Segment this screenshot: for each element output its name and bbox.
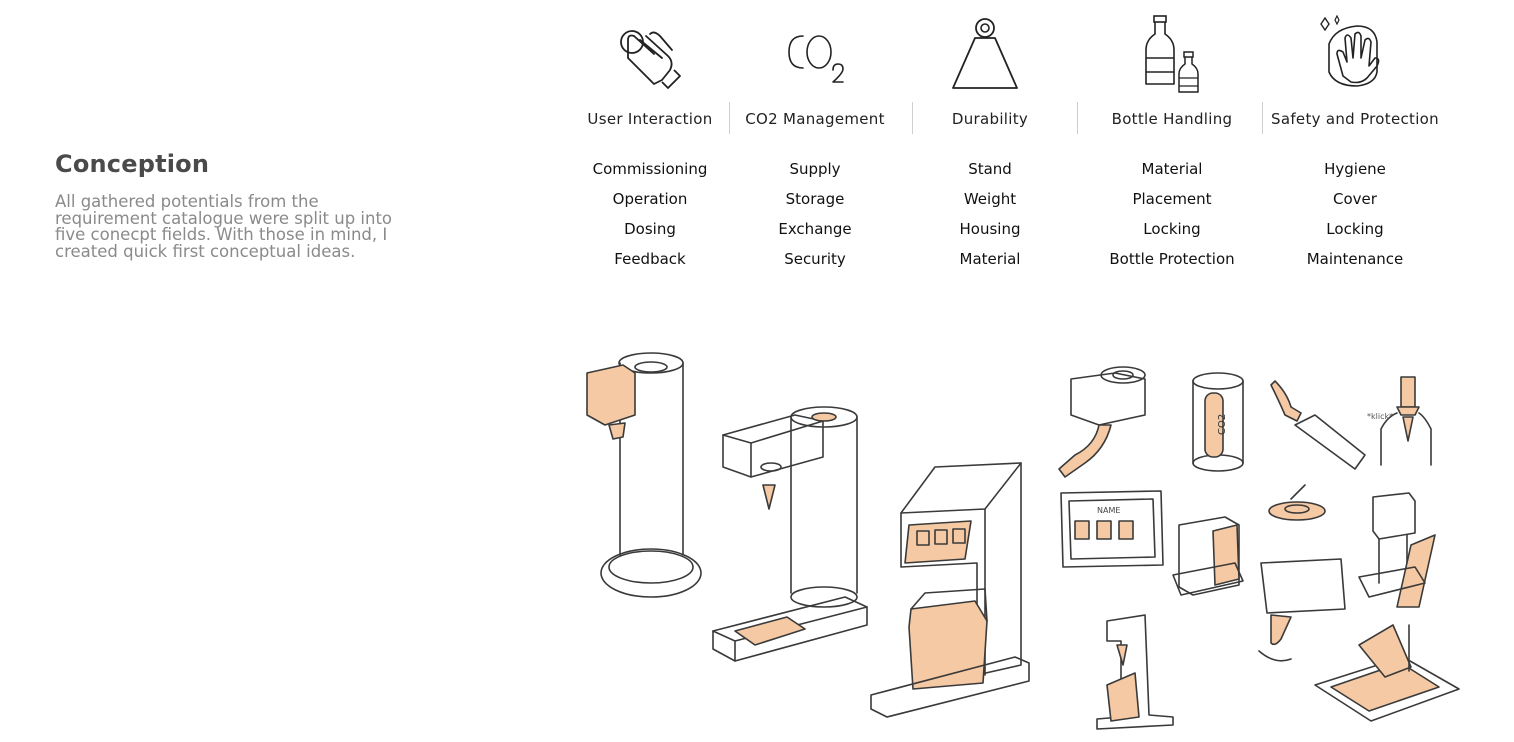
field-item: Weight: [963, 190, 1017, 208]
sketch-click-lock: [1268, 484, 1326, 521]
intro-line: requirement catalogue were split up into: [55, 208, 393, 228]
field-item: Dosing: [624, 220, 676, 238]
co2-sketch-text: CO2: [1217, 414, 1228, 435]
sketch-tilt-head: [1258, 558, 1346, 662]
field-item: Hygiene: [1324, 160, 1386, 178]
field-title: User Interaction: [587, 110, 713, 128]
sketch-touch-screen: NAME: [1060, 490, 1164, 568]
sketch-co2-cylinder-holder: CO2: [1192, 372, 1244, 472]
field-divider: [729, 102, 730, 134]
field-item: Housing: [959, 220, 1021, 238]
field-items: Material Placement Locking Bottle Protec…: [1087, 158, 1257, 278]
field-divider: [1262, 102, 1263, 134]
field-items: Hygiene Cover Locking Maintenance: [1270, 158, 1440, 278]
clean-hand-icon: [1320, 14, 1380, 87]
intro-line: created quick first conceptual ideas.: [55, 241, 356, 261]
intro-paragraph: All gathered potentials from the require…: [55, 192, 425, 261]
field-item: Locking: [1143, 220, 1201, 238]
field-item: Operation: [612, 190, 688, 208]
field-divider: [1077, 102, 1078, 134]
field-item: Material: [959, 250, 1021, 268]
concept-sketches-illustration: CO2 *klick* NAME: [586, 352, 1460, 730]
field-title: Bottle Handling: [1111, 110, 1233, 128]
field-item: Exchange: [778, 220, 852, 238]
sketch-cylinder-dispenser: [586, 352, 702, 598]
field-item: Supply: [789, 160, 841, 178]
weight-icon: [952, 18, 1018, 89]
bottles-icon: [1145, 15, 1199, 93]
field-items: Supply Storage Exchange Security: [730, 158, 900, 278]
field-title: Durability: [951, 110, 1029, 128]
field-item: Cover: [1333, 190, 1377, 208]
sketch-lever-unit: [1096, 614, 1174, 730]
field-item: Locking: [1326, 220, 1384, 238]
pointing-hand-icon: [620, 30, 681, 89]
field-title: CO2 Management: [745, 110, 885, 128]
section-title: Conception: [55, 150, 210, 178]
sketch-door-machine: [1172, 516, 1244, 596]
field-item: Stand: [968, 160, 1012, 178]
field-items: Stand Weight Housing Material: [905, 158, 1075, 278]
field-item: Placement: [1132, 190, 1212, 208]
field-item: Bottle Protection: [1109, 250, 1235, 268]
field-item: Material: [1141, 160, 1203, 178]
field-title: Safety and Protection: [1271, 110, 1439, 128]
field-item: Storage: [785, 190, 845, 208]
screen-name-text: NAME: [1097, 506, 1120, 515]
sketch-tall-unit-door: [1358, 492, 1436, 608]
field-items: Commissioning Operation Dosing Feedback: [565, 158, 735, 278]
sketch-bottle-neck: *klick*: [1367, 376, 1432, 466]
sketch-nozzle-bottle: [1270, 380, 1366, 470]
field-item: Security: [784, 250, 846, 268]
field-divider: [912, 102, 913, 134]
intro-section: Conception All gathered potentials from …: [55, 150, 425, 260]
co2-icon: [788, 35, 844, 83]
intro-line: five conecpt fields. With those in mind,…: [55, 225, 388, 244]
sketch-box-machine: [870, 462, 1030, 718]
field-item: Commissioning: [592, 160, 708, 178]
field-item: Feedback: [614, 250, 686, 268]
click-sketch-text: *klick*: [1367, 412, 1393, 421]
sketch-horizontal-head-dispenser: [712, 406, 868, 662]
sketch-small-head: [1058, 366, 1146, 478]
intro-line: All gathered potentials from the: [55, 192, 319, 211]
sketch-drip-tray: [1314, 624, 1460, 722]
field-item: Maintenance: [1306, 250, 1404, 268]
